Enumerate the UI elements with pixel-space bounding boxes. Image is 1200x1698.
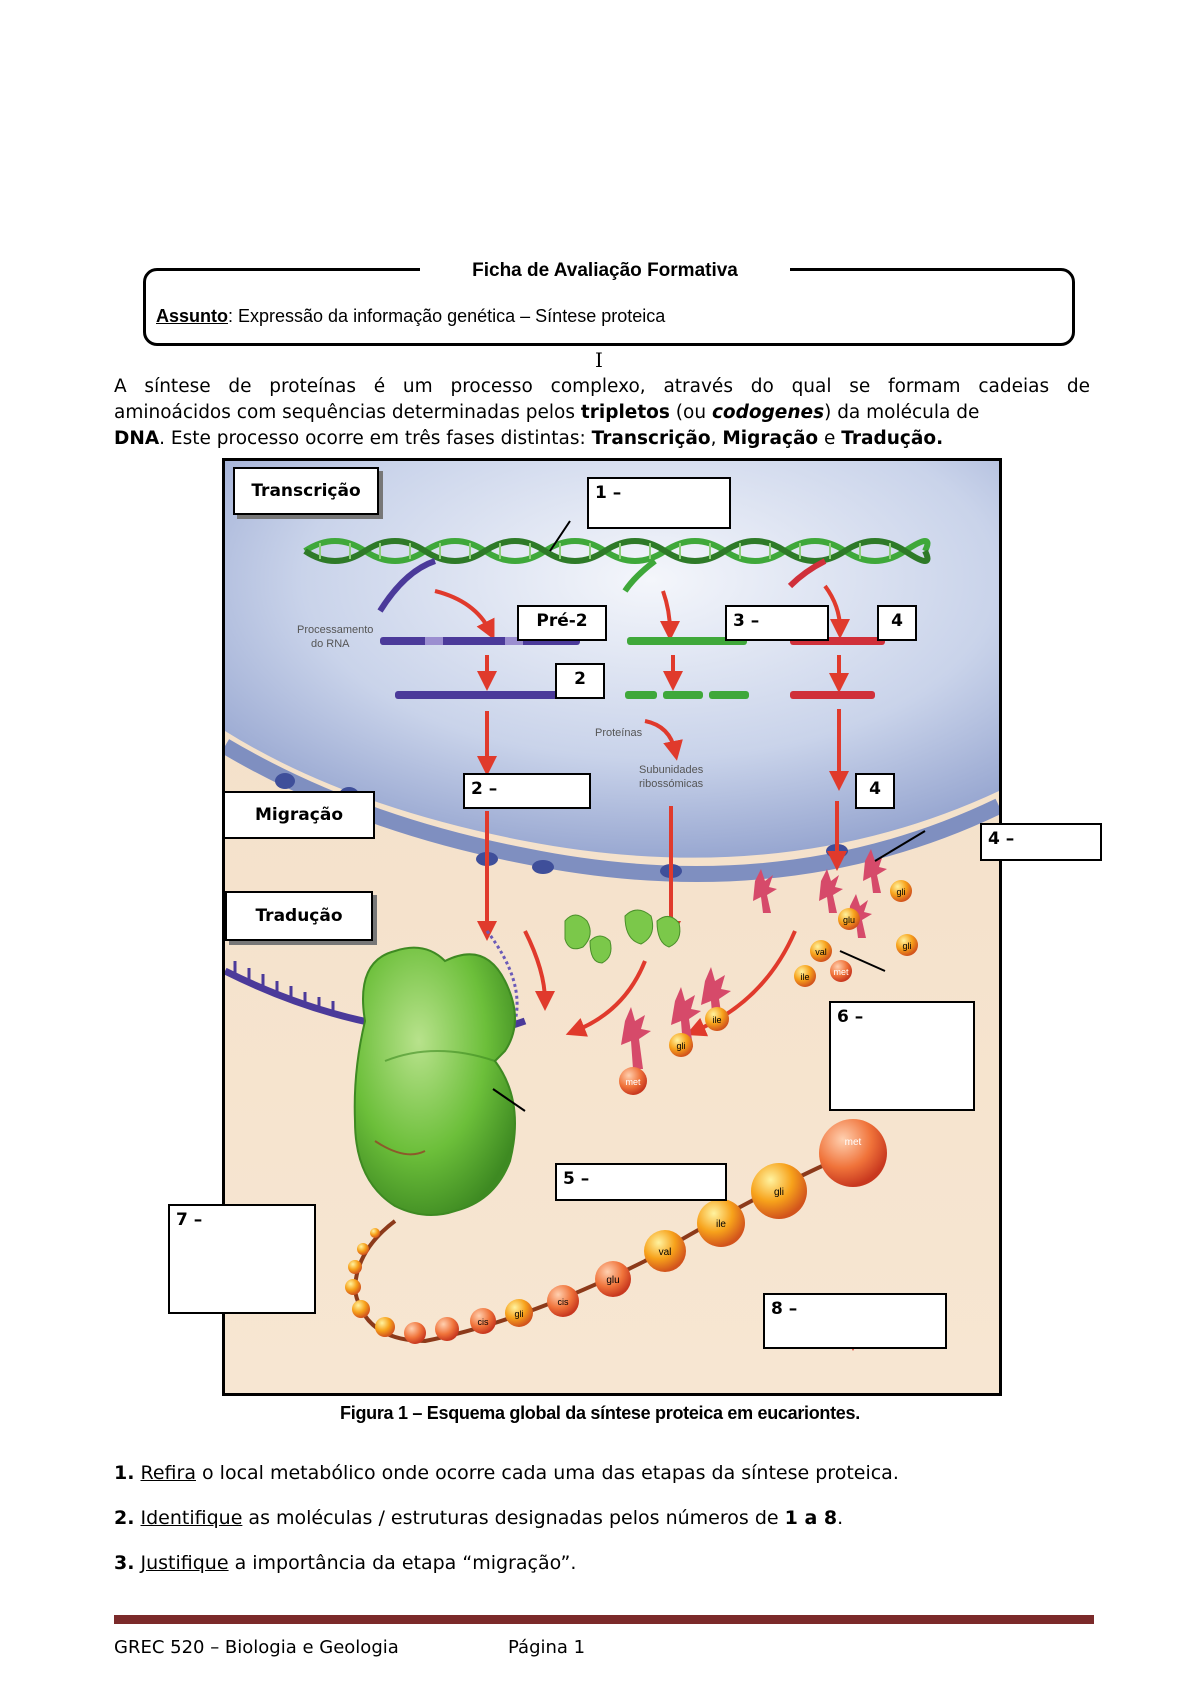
answer-box-1[interactable]: 1 –: [587, 477, 731, 529]
question-bold-range: 1 a 8: [785, 1507, 838, 1529]
question-1: 1. Refira o local metabólico onde ocorre…: [114, 1462, 899, 1484]
section-number: I: [595, 348, 603, 372]
intro-text: aminoácidos com sequências determinadas …: [114, 402, 581, 423]
proteinas-text: Proteínas: [595, 727, 643, 739]
question-text: o local metabólico onde ocorre cada uma …: [196, 1462, 899, 1484]
answer-box-2[interactable]: 2 –: [463, 773, 591, 809]
label-4-top: 4: [877, 605, 917, 641]
amino-acid-label: met: [845, 1137, 862, 1148]
answer-box-3[interactable]: 3 –: [725, 605, 829, 641]
intro-line-2: aminoácidos com sequências determinadas …: [114, 400, 1090, 426]
phase-label-traducao: Tradução: [225, 891, 373, 941]
question-verb: Refira: [141, 1462, 196, 1484]
amino-acid-label: val: [815, 947, 827, 957]
footer-page-number: Página 1: [508, 1637, 585, 1658]
intro-line-1: A síntese de proteínas é um processo com…: [114, 374, 1090, 400]
intro-text: (ou: [670, 402, 712, 423]
footer-course: GREC 520 – Biologia e Geologia: [114, 1637, 399, 1658]
intro-bold-traducao: Tradução.: [841, 428, 943, 449]
intro-text: . Este processo ocorre em três fases dis…: [159, 428, 591, 449]
intro-bold-dna: DNA: [114, 428, 159, 449]
answer-box-7[interactable]: 7 –: [168, 1204, 316, 1314]
answer-box-6[interactable]: 6 –: [829, 1001, 975, 1111]
amino-acid-label: gli: [514, 1309, 523, 1319]
amino-acid-label: ile: [800, 972, 809, 982]
answer-box-8[interactable]: 8 –: [763, 1293, 947, 1349]
label-pre-2: Pré-2: [517, 605, 607, 641]
amino-acid-label: ile: [716, 1219, 726, 1230]
question-2: 2. Identifique as moléculas / estruturas…: [114, 1507, 843, 1529]
intro-text: e: [818, 428, 841, 449]
subunidades-text: Subunidades: [639, 764, 704, 776]
question-number: 2.: [114, 1507, 134, 1529]
amino-acid-label: cis: [558, 1297, 569, 1307]
intro-paragraph: A síntese de proteínas é um processo com…: [114, 374, 1090, 452]
answer-box-4[interactable]: 4 –: [980, 823, 1102, 861]
subject-label: Assunto: [156, 306, 228, 326]
ribosome: [355, 948, 515, 1215]
subject-line: Assunto: Expressão da informação genétic…: [156, 306, 665, 327]
amino-acid-label: gli: [774, 1187, 784, 1198]
intro-bold-migracao: Migração: [722, 428, 818, 449]
intro-bold-codogenes: codogenes: [712, 402, 824, 423]
amino-acid-label: glu: [606, 1275, 619, 1286]
intro-line-3: DNA. Este processo ocorre em três fases …: [114, 426, 1090, 452]
amino-acid-label: gli: [902, 941, 911, 951]
amino-acid-label: glu: [843, 915, 855, 925]
amino-acid-label: gli: [896, 887, 905, 897]
question-number: 3.: [114, 1552, 134, 1574]
subject-text: : Expressão da informação genética – Sín…: [228, 306, 665, 326]
question-verb: Justifique: [141, 1552, 229, 1574]
intro-bold-tripletos: tripletos: [581, 402, 670, 423]
question-number: 1.: [114, 1462, 134, 1484]
amino-acid-label: met: [833, 967, 849, 977]
answer-box-5[interactable]: 5 –: [555, 1163, 727, 1201]
intro-text: ) da molécula de: [824, 402, 979, 423]
question-verb: Identifique: [141, 1507, 243, 1529]
label-4-middle: 4: [855, 773, 895, 809]
amino-acid: [819, 1119, 887, 1187]
ribossomicas-text: ribossómicas: [639, 778, 704, 790]
phase-label-migracao: Migração: [223, 791, 375, 839]
processamento-text: Processamento: [297, 624, 373, 636]
amino-acid-label: cis: [478, 1317, 489, 1327]
question-text: as moléculas / estruturas designadas pel…: [242, 1507, 784, 1529]
question-text: a importância da etapa “migração”.: [229, 1552, 577, 1574]
amino-acid-label: gli: [676, 1041, 685, 1051]
protein-synthesis-figure: Processamento do RNA Proteínas Subunidad…: [222, 458, 1002, 1396]
label-2: 2: [555, 663, 605, 699]
amino-acid-label: met: [625, 1077, 641, 1087]
do-rna-text: do RNA: [311, 638, 350, 650]
figure-caption: Figura 1 – Esquema global da síntese pro…: [0, 1403, 1200, 1424]
amino-acid-label: ile: [712, 1015, 721, 1025]
question-3: 3. Justifique a importância da etapa “mi…: [114, 1552, 576, 1574]
intro-bold-transcricao: Transcrição: [592, 428, 711, 449]
amino-acid-label: val: [659, 1247, 672, 1258]
phase-label-transcricao: Transcrição: [233, 467, 379, 515]
intro-text: ,: [711, 428, 723, 449]
question-end: .: [837, 1507, 843, 1529]
footer-rule: [114, 1615, 1094, 1624]
worksheet-title: Ficha de Avaliação Formativa: [420, 256, 790, 286]
